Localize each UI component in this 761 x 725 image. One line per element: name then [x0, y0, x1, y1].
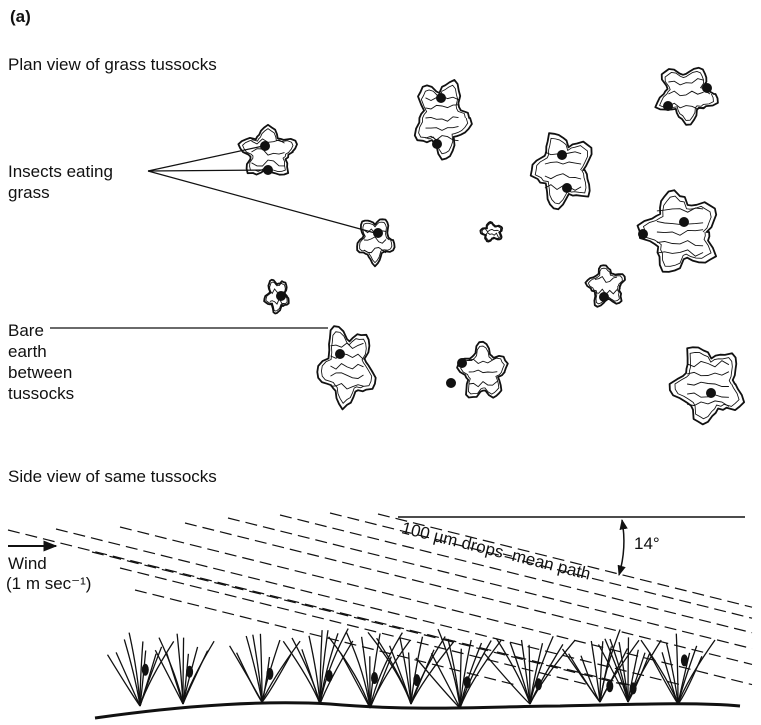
- insect-dot: [326, 670, 333, 682]
- insect-dot: [706, 388, 716, 398]
- insect-dot: [432, 139, 442, 149]
- tussock: [264, 280, 289, 314]
- insect-leader-line: [148, 171, 375, 233]
- tussock: [446, 342, 508, 398]
- grass-tussock-side: [368, 632, 455, 704]
- tussock: [480, 222, 502, 242]
- grass-tussock-side: [641, 634, 715, 704]
- insect-dot: [535, 678, 542, 690]
- insect-dot: [335, 349, 345, 359]
- insect-dot: [562, 183, 572, 193]
- insect-dot: [464, 676, 471, 688]
- insect-dot: [413, 674, 420, 686]
- insect-dot: [142, 664, 149, 676]
- insect-dot: [276, 291, 286, 301]
- insect-dot: [702, 83, 712, 93]
- insect-dot: [630, 682, 637, 694]
- insect-dot: [186, 666, 193, 678]
- insect-dot: [599, 292, 609, 302]
- tussock: [655, 68, 718, 125]
- tussock: [531, 133, 592, 209]
- tussock: [670, 347, 745, 424]
- tussock: [415, 80, 472, 160]
- drop-path-line: [228, 518, 752, 649]
- ground-line: [95, 703, 740, 718]
- insect-dot: [663, 101, 673, 111]
- tussock: [585, 265, 625, 307]
- tussock: [317, 326, 375, 409]
- tussock: [638, 190, 717, 272]
- angle-arc: [619, 520, 624, 575]
- grass-tussock-side: [108, 633, 174, 706]
- drop-path-line: [92, 552, 625, 685]
- leader-lines: [50, 146, 375, 328]
- drop-path-line: [56, 529, 682, 685]
- insect-dot: [638, 229, 648, 239]
- insect-dot: [266, 668, 273, 680]
- insect-dot: [446, 378, 456, 388]
- insect-leader-line: [148, 146, 263, 171]
- drop-path-line: [330, 513, 752, 618]
- insect-dot: [606, 680, 613, 692]
- insect-dot: [457, 358, 467, 368]
- tussock-group: [238, 68, 744, 425]
- insect-dot: [679, 217, 689, 227]
- grass-tussock-side: [416, 629, 501, 708]
- grass-tussock-side: [283, 629, 353, 704]
- grass-tussock-side: [484, 636, 574, 704]
- insect-dot: [557, 150, 567, 160]
- drop-path-line: [378, 514, 752, 607]
- grass-tussock-side: [155, 634, 214, 704]
- tussock: [357, 219, 395, 266]
- insect-dot: [371, 672, 378, 684]
- grass-tussock-side: [230, 634, 301, 702]
- grass-tussock-side: [599, 637, 662, 702]
- insect-dot: [436, 93, 446, 103]
- insect-dot: [681, 654, 688, 666]
